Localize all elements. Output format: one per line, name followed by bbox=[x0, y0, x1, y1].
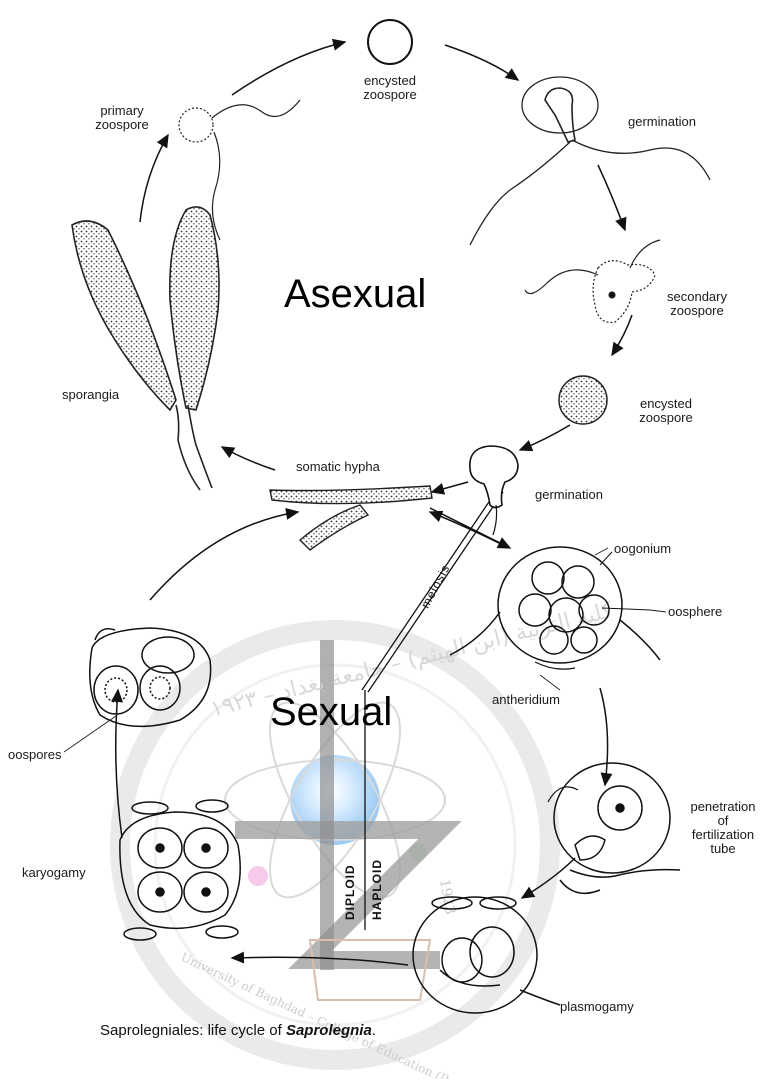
asexual-title: Asexual bbox=[284, 272, 426, 317]
label-oosphere: oosphere bbox=[668, 605, 722, 619]
label-antheridium: antheridium bbox=[492, 693, 560, 707]
encysted-zoospore-top bbox=[368, 20, 412, 64]
germination-top-cell bbox=[470, 77, 710, 245]
penetration-cell bbox=[548, 763, 680, 893]
label-plasmogamy: plasmogamy bbox=[560, 1000, 634, 1014]
sporangia bbox=[72, 207, 219, 490]
label-germination-mid: germination bbox=[535, 488, 603, 502]
caption-genus: Saprolegnia bbox=[286, 1022, 372, 1039]
label-sporangia: sporangia bbox=[62, 388, 119, 402]
somatic-hypha bbox=[270, 486, 432, 550]
label-oospores: oospores bbox=[8, 748, 61, 762]
germination-mid-cell bbox=[470, 446, 518, 535]
encysted-zoospore-right bbox=[559, 376, 607, 424]
secondary-zoospore bbox=[525, 240, 660, 322]
label-somatic-hypha: somatic hypha bbox=[296, 460, 380, 474]
sexual-title: Sexual bbox=[270, 690, 392, 735]
label-karyogamy: karyogamy bbox=[22, 866, 86, 880]
label-diploid: DIPLOID bbox=[343, 864, 357, 920]
figure-caption: Saprolegniales: life cycle of Saprolegni… bbox=[100, 1022, 376, 1039]
label-haploid: HAPLOID bbox=[370, 859, 384, 920]
label-oogonium: oogonium bbox=[614, 542, 671, 556]
label-germination-top: germination bbox=[628, 115, 696, 129]
